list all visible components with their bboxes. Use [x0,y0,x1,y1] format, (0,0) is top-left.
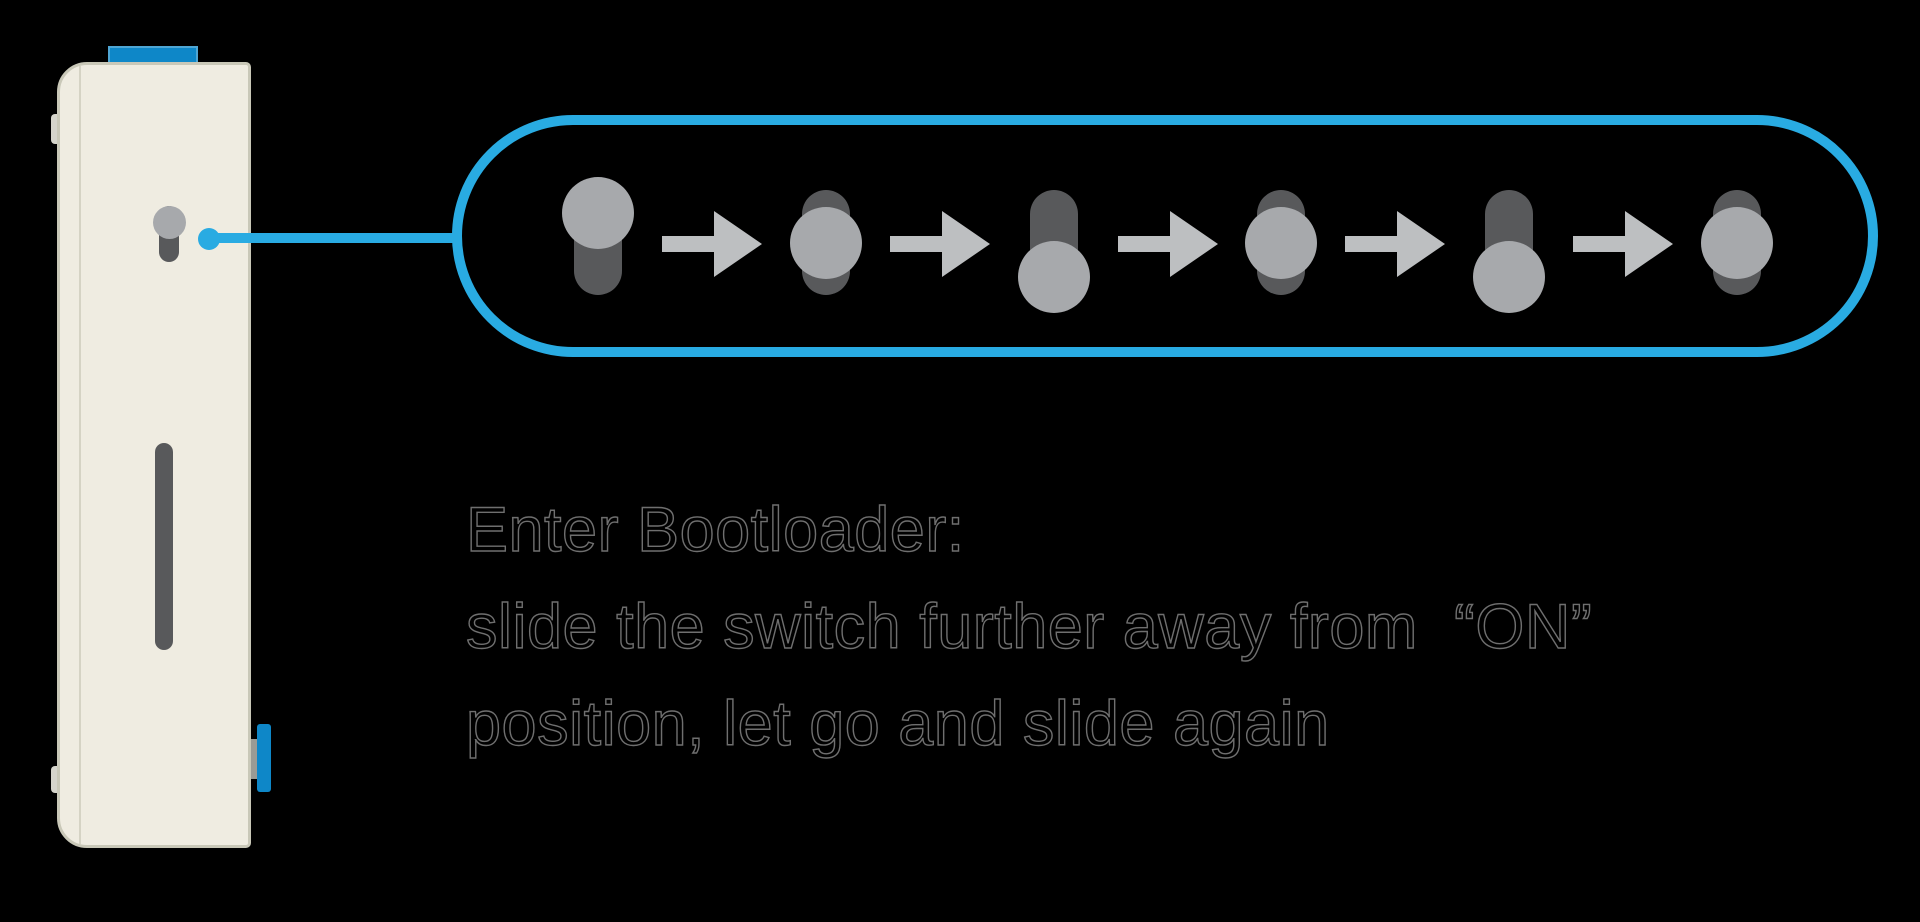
arrow-right-icon [1345,211,1446,277]
device-edge-line [79,66,81,844]
instruction-line: slide the switch further away from “ON” [465,591,1593,662]
instruction-text: Enter Bootloader: slide the switch furthe… [465,482,1593,773]
switch-knob-bottom-icon [1473,241,1546,313]
left-tab-bottom-icon [51,766,60,793]
switch-knob-bottom-icon [1017,241,1090,313]
device-body [57,62,251,848]
switch-knob-middle-icon [1245,207,1318,279]
arrow-right-icon [661,211,762,277]
callout-dot-icon [198,228,220,250]
power-switch-knob-icon [153,206,186,239]
speaker-slot-icon [155,443,173,650]
side-button-icon [257,724,271,792]
arrow-right-icon [889,211,990,277]
arrow-right-icon [1117,211,1218,277]
top-connector-icon [108,46,198,64]
instruction-line: Enter Bootloader: [465,494,965,565]
switch-knob-middle-icon [1701,207,1773,279]
arrow-right-icon [1573,211,1674,277]
left-tab-top-icon [51,114,60,144]
switch-knob-middle-icon [789,207,862,279]
instruction-line: position, let go and slide again [465,688,1330,759]
callout-line [205,233,460,243]
side-button-mount-icon [249,739,259,779]
switch-knob-top-icon [562,177,634,249]
